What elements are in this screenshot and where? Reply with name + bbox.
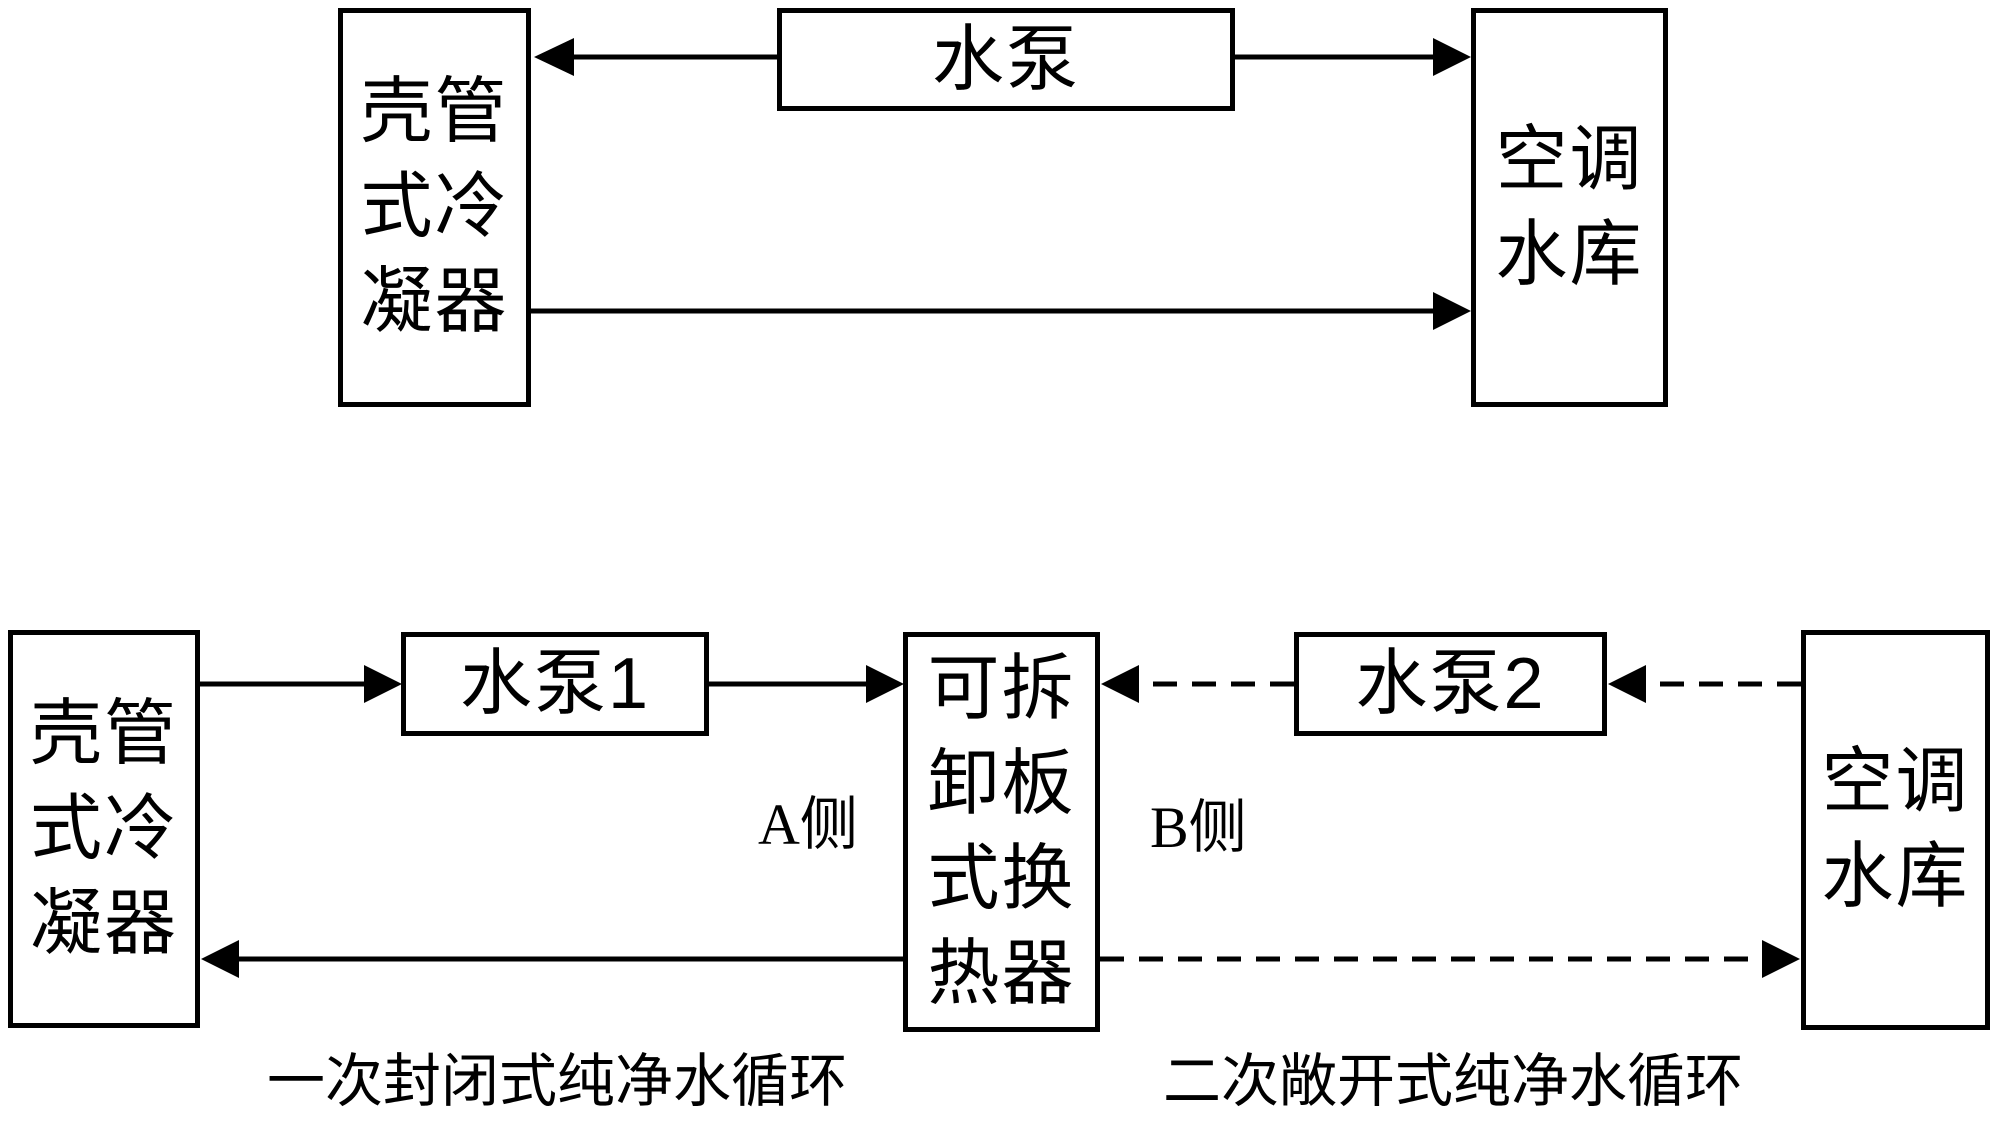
- top-pump-label: 水泵: [931, 19, 1080, 100]
- arrow-bottom-heat-exchanger-to-condenser: [201, 940, 903, 978]
- arrow-bottom-pump2-to-heat-exchanger-dashed: [1101, 665, 1294, 703]
- bottom-pump1-box: 水泵1: [401, 632, 709, 736]
- bottom-reservoir-line-1: 空调: [1821, 742, 1970, 822]
- side-a-label: A侧: [758, 792, 858, 857]
- caption-secondary-loop: 二次敞开式纯净水循环: [1162, 1049, 1743, 1114]
- top-reservoir-line-1: 空调: [1495, 119, 1644, 200]
- top-pump-box: 水泵: [777, 8, 1235, 111]
- bottom-reservoir-box: 空调 水库: [1801, 630, 1990, 1030]
- bottom-pump2-label: 水泵2: [1355, 644, 1546, 724]
- side-b-label: B侧: [1150, 795, 1247, 860]
- top-condenser-line-2: 式冷: [360, 167, 509, 247]
- bottom-condenser-line-3: 凝器: [29, 883, 178, 964]
- heat-exchanger-line-3: 式换: [927, 839, 1076, 919]
- bottom-pump2-box: 水泵2: [1294, 632, 1607, 736]
- arrow-top-pump-to-reservoir: [1235, 38, 1471, 76]
- bottom-condenser-box: 壳管 式冷 凝器: [8, 630, 200, 1028]
- bottom-condenser-line-2: 式冷: [29, 788, 178, 869]
- top-reservoir-line-2: 水库: [1495, 214, 1644, 295]
- heat-exchanger-line-2: 卸板: [927, 744, 1076, 824]
- bottom-condenser-line-1: 壳管: [29, 693, 178, 774]
- bottom-heat-exchanger-box: 可拆 卸板 式换 热器: [903, 632, 1100, 1032]
- arrow-bottom-heat-exchanger-to-reservoir-dashed: [1100, 940, 1800, 978]
- arrow-top-pump-to-condenser: [534, 38, 777, 76]
- bottom-pump1-label: 水泵1: [459, 644, 651, 724]
- top-condenser-line-1: 壳管: [360, 72, 509, 152]
- bottom-reservoir-line-2: 水库: [1821, 837, 1970, 917]
- caption-primary-loop: 一次封闭式纯净水循环: [266, 1049, 847, 1114]
- arrow-bottom-condenser-to-pump1: [200, 665, 402, 703]
- arrow-top-condenser-to-reservoir: [531, 292, 1471, 330]
- top-reservoir-box: 空调 水库: [1471, 8, 1668, 407]
- heat-exchanger-line-1: 可拆: [927, 649, 1076, 729]
- heat-exchanger-line-4: 热器: [927, 934, 1076, 1014]
- arrow-bottom-pump1-to-heat-exchanger: [709, 665, 904, 703]
- top-condenser-line-3: 凝器: [360, 262, 509, 342]
- arrow-bottom-reservoir-to-pump2-dashed: [1608, 665, 1801, 703]
- top-condenser-box: 壳管 式冷 凝器: [338, 8, 531, 407]
